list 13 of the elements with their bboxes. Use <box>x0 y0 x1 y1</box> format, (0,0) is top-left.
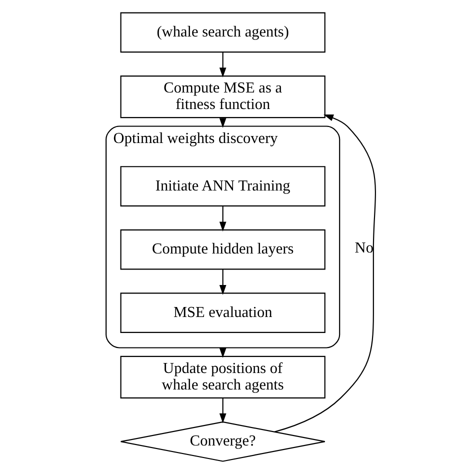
node-box: (whale search agents) <box>120 12 326 53</box>
arrow <box>219 52 226 78</box>
arrow <box>219 206 226 232</box>
arrow <box>219 269 226 295</box>
node-box: MSE evaluation <box>120 292 326 334</box>
edge-label: No <box>354 239 374 256</box>
node-box: Update positions of whale search agents <box>120 356 326 398</box>
node-box: Initiate ANN Training <box>120 166 326 206</box>
arrow <box>274 114 376 432</box>
arrow <box>219 118 226 128</box>
arrow <box>219 398 226 424</box>
node-box: Compute hidden layers <box>120 229 326 270</box>
node-diamond: Converge? <box>120 421 326 462</box>
